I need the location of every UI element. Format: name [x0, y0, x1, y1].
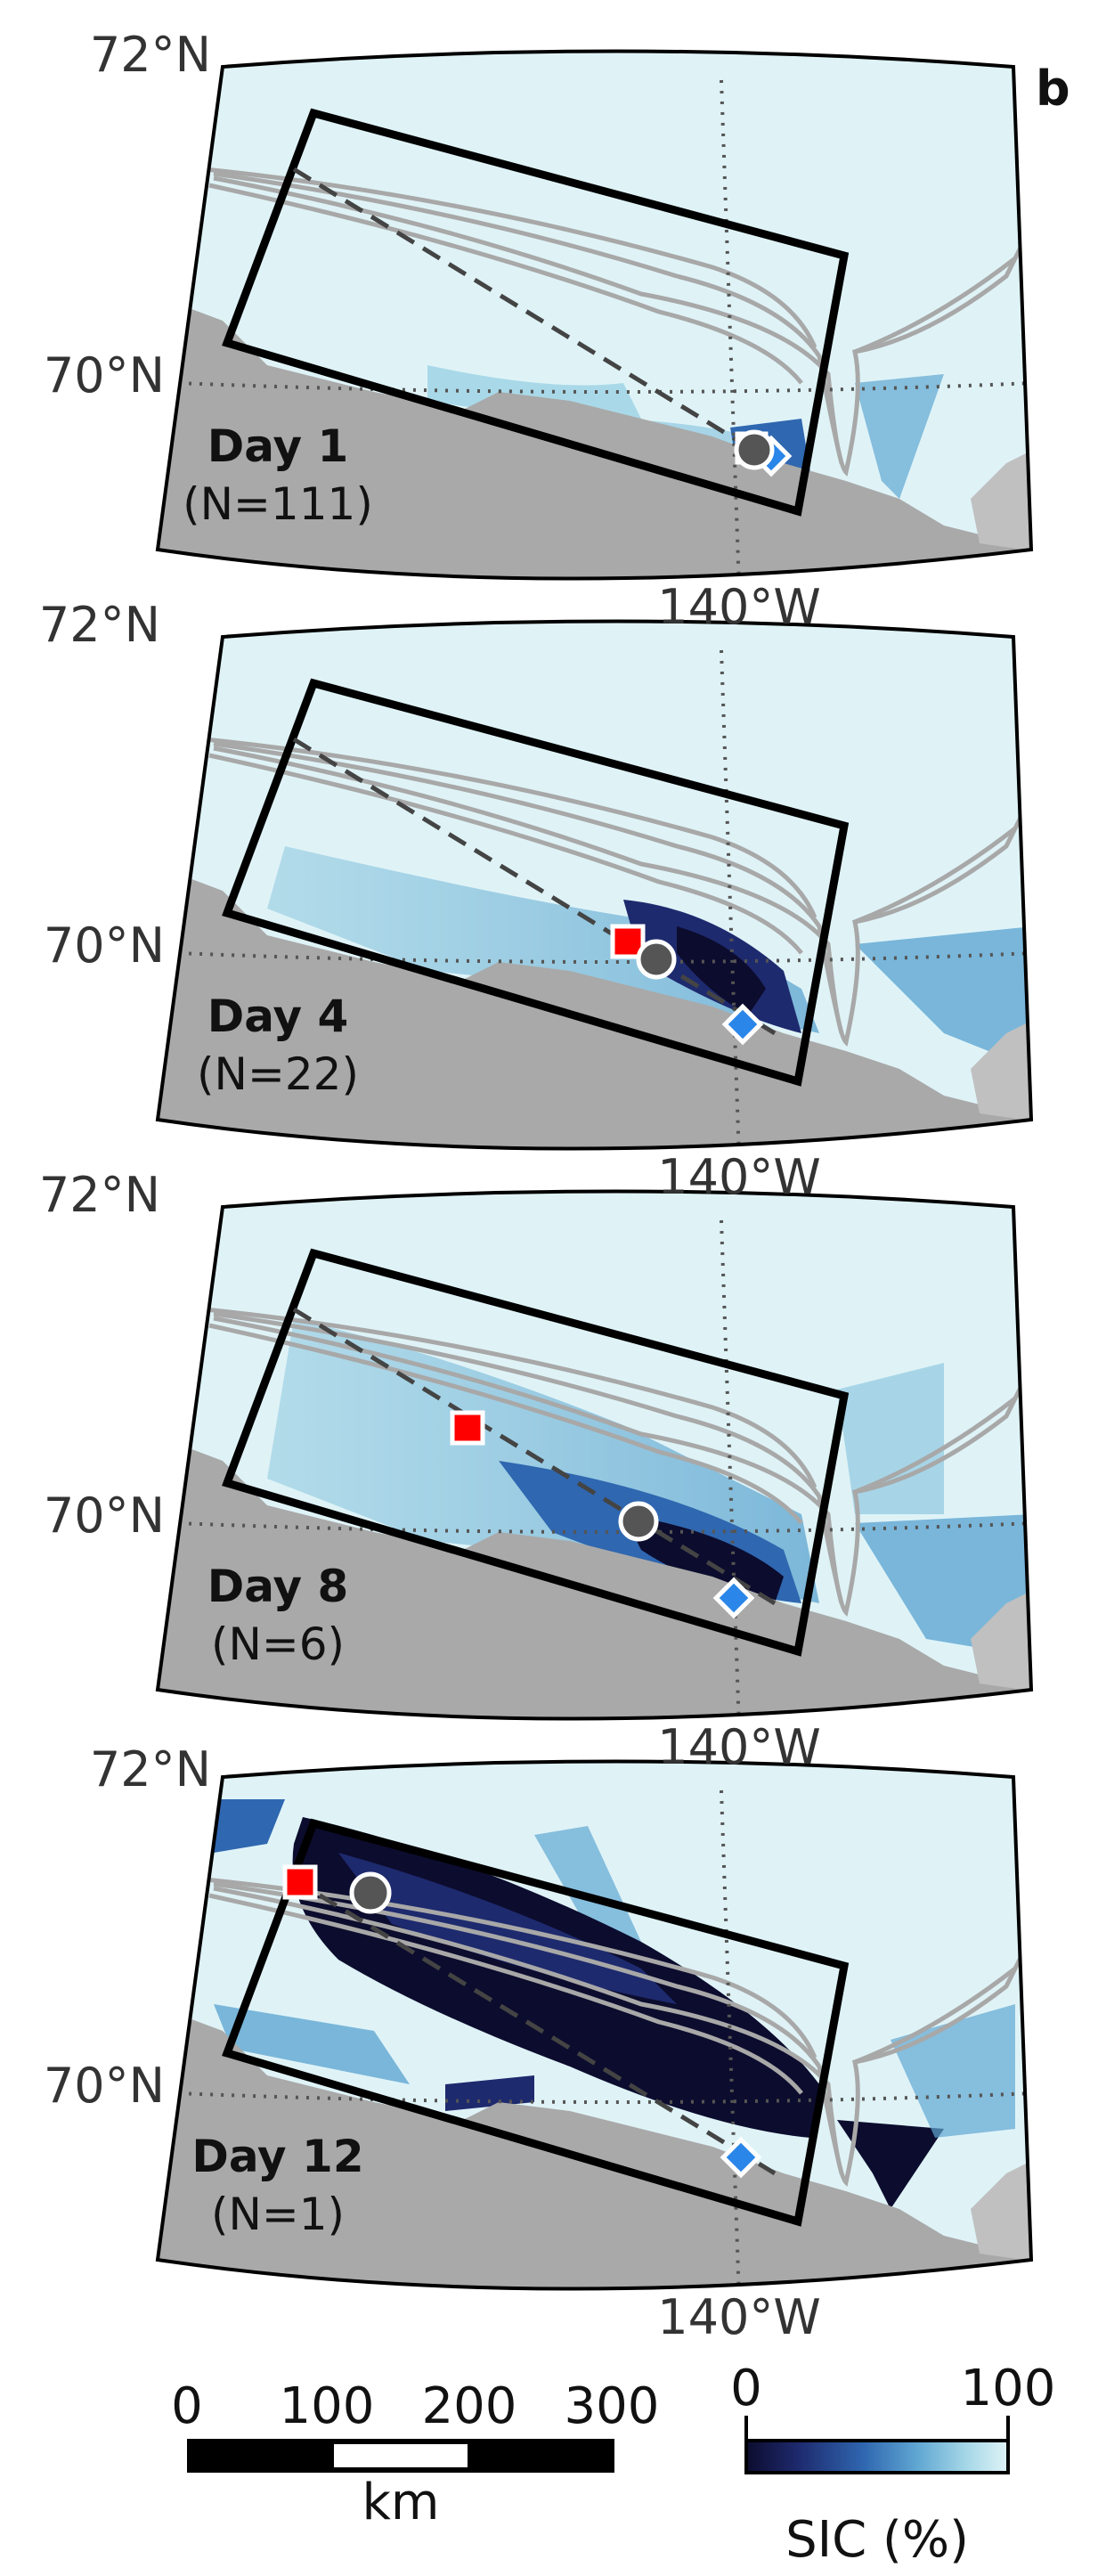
study-box: [222, 108, 850, 517]
graticule-70n: [177, 381, 1031, 394]
scale-tick-label: 100: [280, 2377, 375, 2435]
count-label: (N=6): [211, 1618, 345, 1670]
ice-feature: [214, 2004, 410, 2084]
land: [971, 1586, 1031, 1692]
scale-unit: km: [362, 2474, 440, 2531]
scale-tick-label: 200: [422, 2377, 517, 2435]
land: [158, 294, 1031, 579]
transect-line: [292, 737, 777, 1036]
ice-feature: [534, 1826, 641, 1960]
study-box: [222, 1818, 850, 2227]
day-label: Day 4: [207, 990, 349, 1042]
end-diamond-marker: [720, 2136, 762, 2179]
scale-segment: [334, 2444, 468, 2467]
circle-marker: [618, 1501, 659, 1542]
land: [158, 864, 1031, 1149]
lon-label-140w: 140°W: [657, 2289, 820, 2345]
ice-feature: [855, 926, 1031, 1069]
day-label: Day 1: [207, 420, 349, 472]
end-diamond-marker: [721, 1003, 764, 1046]
land: [158, 1434, 1031, 1719]
map-frame: [155, 619, 1034, 1151]
graticule-70n: [177, 951, 1031, 964]
lon-label-140w: 140°W: [657, 1149, 820, 1205]
day-label: Day 8: [207, 1561, 349, 1612]
ice-feature: [267, 846, 819, 1033]
lon-label-140w: 140°W: [657, 579, 820, 635]
count-label: (N=111): [183, 478, 373, 530]
colorbar: 0 100 SIC (%): [730, 2360, 1055, 2569]
lat-label-70n: 70°N: [44, 2058, 165, 2114]
lat-label-70n: 70°N: [44, 1488, 165, 1544]
scale-tick-label: 300: [565, 2377, 660, 2435]
graticule-70n: [177, 1521, 1031, 1534]
end-diamond-marker: [712, 1577, 755, 1619]
lat-label-70n: 70°N: [44, 917, 165, 974]
map-panel-day-8: [155, 1189, 1034, 1721]
lat-label-70n: 70°N: [44, 347, 165, 404]
land: [971, 1015, 1031, 1122]
circle-marker: [734, 429, 775, 470]
isobath-lines: [204, 167, 1031, 477]
map-panel-day-1: [155, 49, 1034, 581]
land: [158, 2004, 1031, 2289]
map-frame: [155, 49, 1034, 581]
count-label: (N=1): [211, 2189, 345, 2240]
isobath-lines: [204, 1307, 1031, 1618]
land: [971, 2156, 1031, 2262]
ice-feature: [855, 374, 944, 499]
lat-label-72n: 72°N: [90, 1741, 211, 1797]
scale-bar: 0 100 200 300 km: [171, 2377, 659, 2531]
colorbar-max-label: 100: [961, 2360, 1056, 2417]
lat-label-72n: 72°N: [39, 1167, 160, 1223]
colorbar-gradient: [744, 2439, 1010, 2474]
scale-tick-label: 0: [171, 2377, 203, 2435]
lon-label-140w: 140°W: [657, 1719, 820, 1775]
map-panel-day-4: [155, 619, 1034, 1151]
count-label: (N=22): [197, 1048, 359, 1100]
start-square-marker: [450, 1410, 485, 1446]
lat-label-72n: 72°N: [90, 27, 211, 83]
land: [971, 445, 1031, 552]
map-panel-day-12: [155, 1759, 1034, 2291]
panel-letter: b: [1036, 61, 1070, 117]
colorbar-min-label: 0: [730, 2360, 762, 2417]
map-frame: [155, 1189, 1034, 1721]
graticule-70n: [177, 2091, 1031, 2104]
isobath-lines: [204, 1877, 1031, 2188]
colorbar-label: SIC (%): [785, 2511, 969, 2569]
circle-marker: [349, 1871, 392, 1914]
lat-label-72n: 72°N: [39, 597, 160, 653]
start-square-marker: [282, 1864, 318, 1900]
ice-feature: [837, 2120, 944, 2209]
ice-feature: [214, 1799, 285, 1853]
isobath-lines: [204, 737, 1031, 1048]
ice-feature: [677, 926, 766, 1015]
circle-marker: [636, 939, 677, 980]
transect-line: [292, 1877, 777, 2176]
study-box: [222, 678, 850, 1087]
day-label: Day 12: [191, 2131, 363, 2182]
map-frame: [155, 1759, 1034, 2291]
study-box: [222, 1248, 850, 1657]
ice-feature: [837, 1363, 944, 1514]
transect-line: [292, 167, 777, 466]
transect-line: [292, 1307, 777, 1606]
